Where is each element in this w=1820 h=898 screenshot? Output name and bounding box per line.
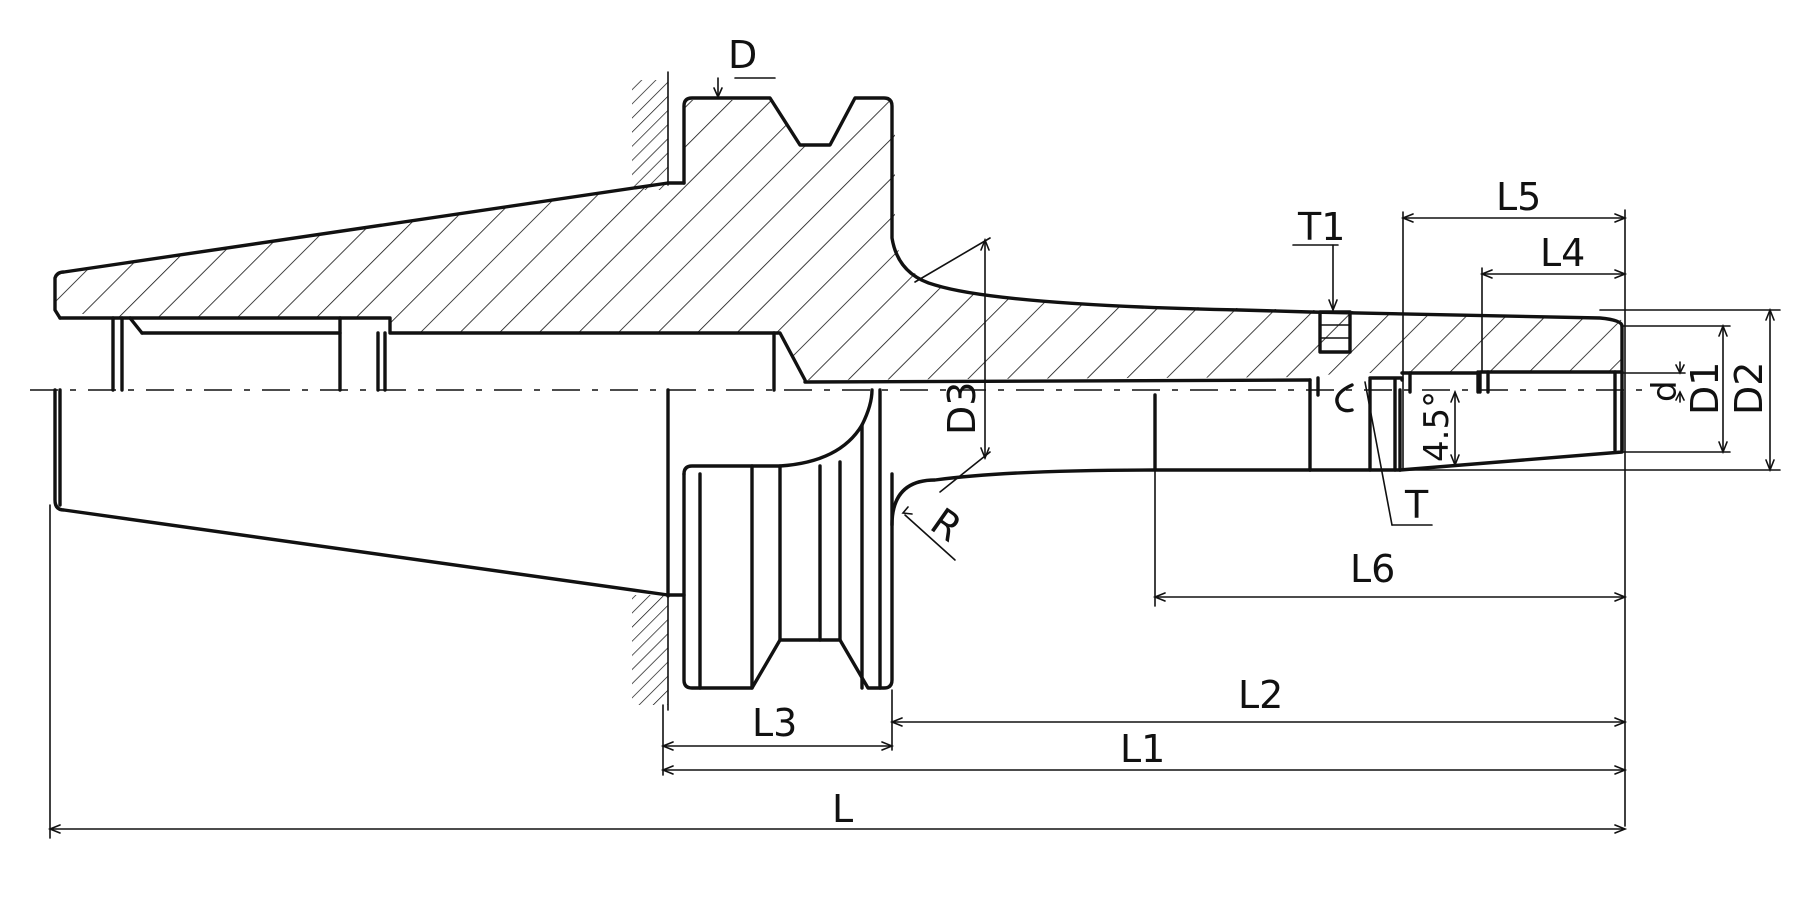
label-L: L [832, 787, 853, 831]
label-d: d [1645, 380, 1685, 402]
label-L2: L2 [1238, 673, 1283, 717]
label-D3: D3 [940, 382, 984, 435]
label-T: T [1404, 483, 1429, 527]
label-L1: L1 [1120, 727, 1165, 771]
label-R: R [923, 499, 970, 550]
lower-outline [53, 378, 1624, 690]
label-T1: T1 [1297, 205, 1345, 249]
label-angle: 4.5° [1417, 391, 1457, 462]
label-L5: L5 [1496, 175, 1541, 219]
spindle-wall [632, 71, 669, 711]
label-L4: L4 [1540, 231, 1585, 275]
dimension-lines [47, 77, 1781, 839]
nose-detail [1316, 310, 1624, 526]
label-L6: L6 [1350, 547, 1395, 591]
label-D1: D1 [1683, 362, 1727, 415]
label-D: D [728, 33, 757, 77]
label-L3: L3 [752, 701, 797, 745]
label-D2: D2 [1727, 362, 1771, 415]
